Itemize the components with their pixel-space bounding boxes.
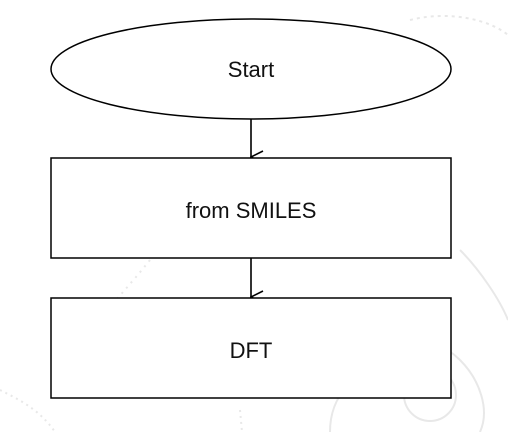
from-smiles-box	[50, 157, 452, 259]
from-smiles-label: from SMILES	[186, 198, 317, 223]
from-smiles-node: from SMILES	[50, 157, 452, 259]
start-label: Start	[228, 57, 274, 82]
start-node: Start	[50, 18, 452, 120]
dft-label: DFT	[230, 338, 273, 363]
dft-box	[50, 297, 452, 399]
dft-node: DFT	[50, 297, 452, 399]
